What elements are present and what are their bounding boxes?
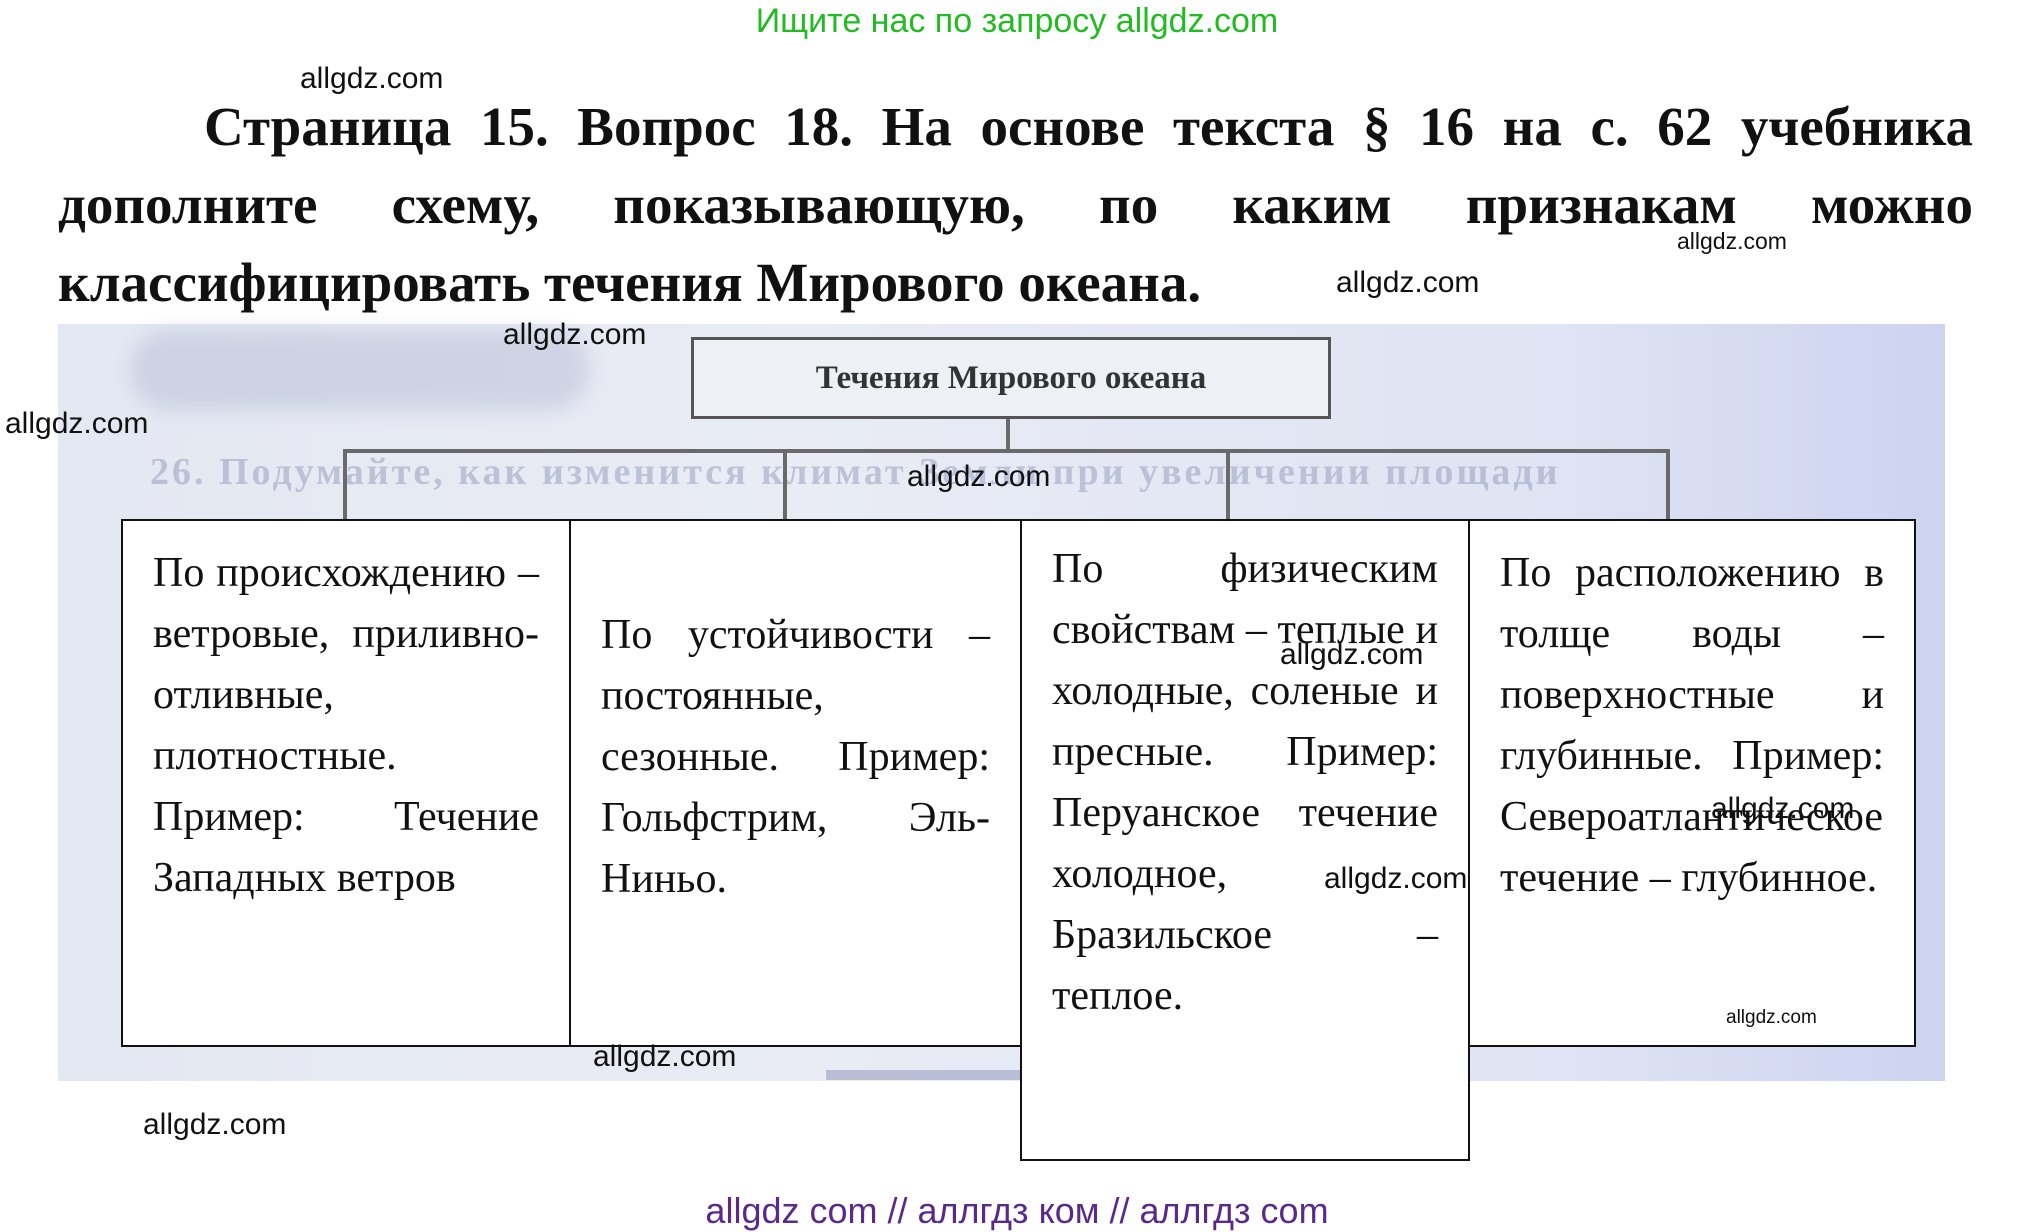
watermark-11: allgdz.com xyxy=(593,1040,737,1073)
watermark-5: allgdz.com xyxy=(5,407,149,440)
category-text-physical: По физическим свойствам – теплые и холод… xyxy=(1052,546,1438,1019)
scan-smudge xyxy=(130,330,590,410)
diagram-root-label: Течения Мирового океана xyxy=(815,359,1207,396)
scan-background-text: 26. Подумайте, как изменится климат Земл… xyxy=(150,451,1561,493)
category-box-physical: По физическим свойствам – теплые и холод… xyxy=(1020,519,1470,1161)
category-box-origin: По происхождению – ветровые, приливно-от… xyxy=(121,519,571,1047)
category-box-stability: По устойчивости – постоянные, сезонные. … xyxy=(569,519,1022,1047)
category-box-depth: По расположению в толще воды – поверхнос… xyxy=(1468,519,1916,1047)
task-heading-text: Страница 15. Вопрос 18. На основе текста… xyxy=(58,96,1973,313)
watermark-9: allgdz.com xyxy=(1324,862,1468,895)
watermark-12: allgdz.com xyxy=(143,1108,287,1141)
connector-branch-3 xyxy=(1226,449,1230,521)
watermark-2: allgdz.com xyxy=(1677,228,1787,254)
watermark-7: allgdz.com xyxy=(1280,638,1424,671)
category-text-stability: По устойчивости – постоянные, сезонные. … xyxy=(601,612,990,902)
watermark-4: allgdz.com xyxy=(503,318,647,351)
category-text-depth: По расположению в толще воды – поверхнос… xyxy=(1500,550,1884,901)
connector-branch-4 xyxy=(1666,449,1670,521)
watermark-6: allgdz.com xyxy=(907,460,1051,493)
watermark-3: allgdz.com xyxy=(1336,266,1480,299)
watermark-10: allgdz.com xyxy=(1726,1007,1817,1028)
diagram-root-box: Течения Мирового океана xyxy=(691,337,1331,419)
site-banner: Ищите нас по запросу allgdz.com xyxy=(755,2,1279,40)
watermark-1: allgdz.com xyxy=(300,62,444,95)
category-text-origin: По происхождению – ветровые, приливно-от… xyxy=(153,550,539,901)
task-heading: Страница 15. Вопрос 18. На основе текста… xyxy=(58,88,1973,322)
site-footer: allgdz com // аллгдз ком // аллгдз com xyxy=(705,1190,1329,1231)
connector-branch-2 xyxy=(783,449,787,521)
connector-horizontal xyxy=(343,449,1670,453)
connector-branch-1 xyxy=(343,449,347,521)
connector-root-stem xyxy=(1006,419,1010,451)
watermark-8: allgdz.com xyxy=(1711,792,1855,825)
